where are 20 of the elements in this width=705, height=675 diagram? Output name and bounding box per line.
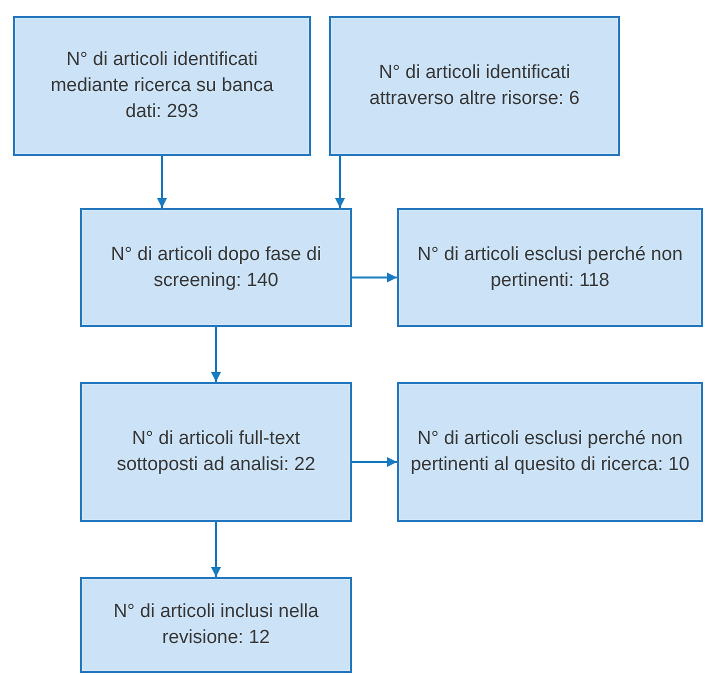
arrow [352,272,397,282]
process-box [329,16,620,156]
arrow [335,156,345,208]
box-text: N° di articoli identificati mediante ricerca su banca dati: 293 [50,48,274,124]
box-text: N° di articoli inclusi nella revisione: 12 [112,600,320,650]
arrow [211,522,221,577]
process-box [80,382,352,522]
arrow [352,457,397,467]
arrow [157,156,167,208]
box-text: N° di articoli esclusi perché non pertinenti al quesito di ricerca: 10 [410,427,690,477]
box-text: N° di articoli dopo fase di screening: 140 [110,242,322,292]
process-box [397,208,703,327]
process-box [397,382,703,522]
box-text: N° di articoli identificati attraverso altre risorse: 6 [368,61,581,111]
box-text: N° di articoli full-text sottoposti ad analisi: 22 [116,427,316,477]
process-box [13,16,311,156]
process-box [80,208,352,327]
process-box [80,577,352,673]
box-text: N° di articoli esclusi perché non pertinenti: 118 [416,242,684,292]
arrow [211,327,221,382]
